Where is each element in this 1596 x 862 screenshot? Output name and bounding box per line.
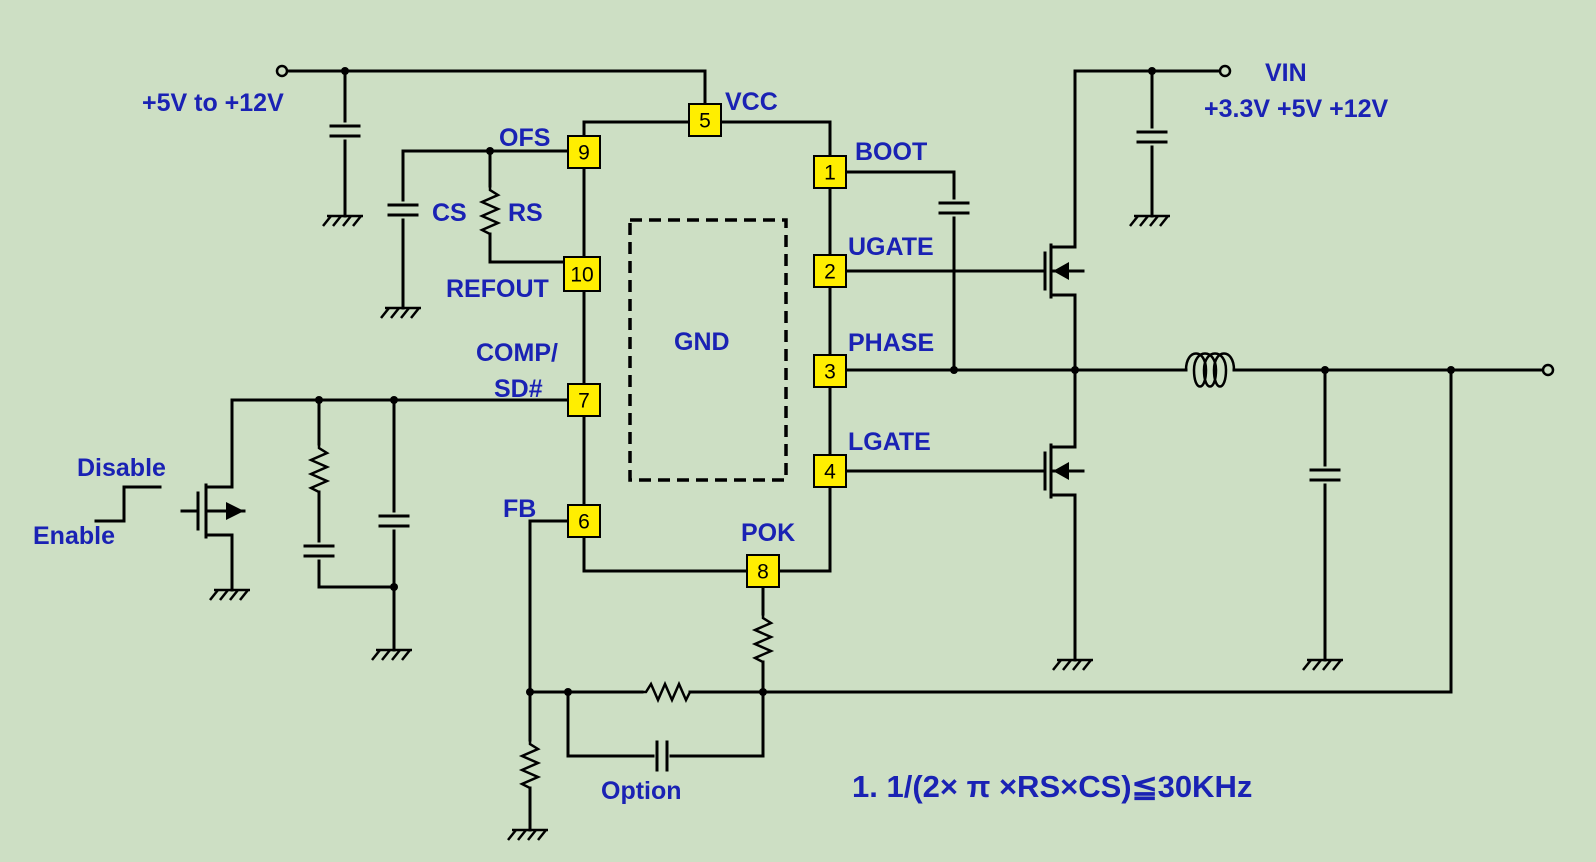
svg-text:10: 10	[570, 264, 593, 287]
junction-dots	[315, 67, 1455, 696]
design-note: 1. 1/(2× π ×RS×CS)≦30KHz	[852, 769, 1252, 804]
fb-label: FB	[503, 495, 536, 523]
wires	[94, 69, 1545, 832]
fb-bottom-resistor	[520, 738, 540, 790]
option-label: Option	[601, 777, 682, 805]
high-side-mosfet	[1035, 243, 1085, 299]
pok-pullup-resistor	[753, 612, 773, 664]
pok-label: POK	[741, 519, 795, 547]
output-terminal	[1541, 363, 1555, 377]
svg-text:8: 8	[757, 561, 769, 584]
output-inductor	[1184, 352, 1236, 388]
supply-bypass-capacitor	[329, 124, 361, 138]
refout-label: REFOUT	[446, 275, 549, 303]
rs-resistor	[480, 184, 500, 236]
low-side-mosfet	[1035, 443, 1085, 499]
gnd-pad	[628, 218, 788, 482]
supply-left-label: +5V to +12V	[142, 89, 284, 117]
svg-text:7: 7	[578, 390, 590, 413]
vin-bypass-capacitor	[1136, 130, 1168, 144]
comp-label-line1: COMP/	[476, 339, 558, 367]
supply-terminal	[275, 64, 289, 78]
svg-text:4: 4	[824, 461, 836, 484]
boot-capacitor	[938, 201, 970, 215]
pin-6: 6	[567, 504, 601, 538]
comp-label-line2: SD#	[494, 375, 543, 403]
comp-resistor	[309, 442, 329, 494]
pin-8: 8	[746, 554, 780, 588]
pin-9: 9	[567, 135, 601, 169]
ofs-label: OFS	[499, 124, 550, 152]
pin-3: 3	[813, 354, 847, 388]
enable-mosfet	[180, 483, 246, 539]
svg-text:3: 3	[824, 361, 836, 384]
terminals	[275, 64, 1555, 377]
phase-label: PHASE	[848, 329, 934, 357]
comp-series-capacitor	[303, 544, 335, 558]
enable-label: Enable	[33, 522, 115, 550]
fb-feedback-resistor	[642, 680, 692, 704]
svg-text:9: 9	[578, 142, 590, 165]
pin-7: 7	[567, 383, 601, 417]
rs-label: RS	[508, 199, 543, 227]
pin-2: 2	[813, 254, 847, 288]
option-capacitor	[655, 740, 669, 772]
boot-label: BOOT	[855, 138, 927, 166]
svg-text:2: 2	[824, 261, 836, 284]
pin-10: 10	[563, 256, 601, 292]
vin-values: +3.3V +5V +12V	[1204, 95, 1389, 123]
ugate-label: UGATE	[848, 233, 934, 261]
svg-text:1: 1	[824, 162, 836, 185]
output-capacitor	[1309, 468, 1341, 482]
pin-4: 4	[813, 454, 847, 488]
cs-capacitor	[387, 203, 419, 217]
svg-text:5: 5	[699, 110, 711, 133]
lgate-label: LGATE	[848, 428, 931, 456]
pin-5: 5	[688, 103, 722, 137]
vin-title: VIN	[1265, 59, 1307, 87]
gnd-label: GND	[674, 328, 730, 356]
pin-1: 1	[813, 155, 847, 189]
disable-label: Disable	[77, 454, 166, 482]
vcc-label: VCC	[725, 88, 778, 116]
vin-terminal	[1218, 64, 1232, 78]
comp-capacitor	[378, 514, 410, 528]
cs-label: CS	[432, 199, 467, 227]
svg-text:6: 6	[578, 511, 590, 534]
